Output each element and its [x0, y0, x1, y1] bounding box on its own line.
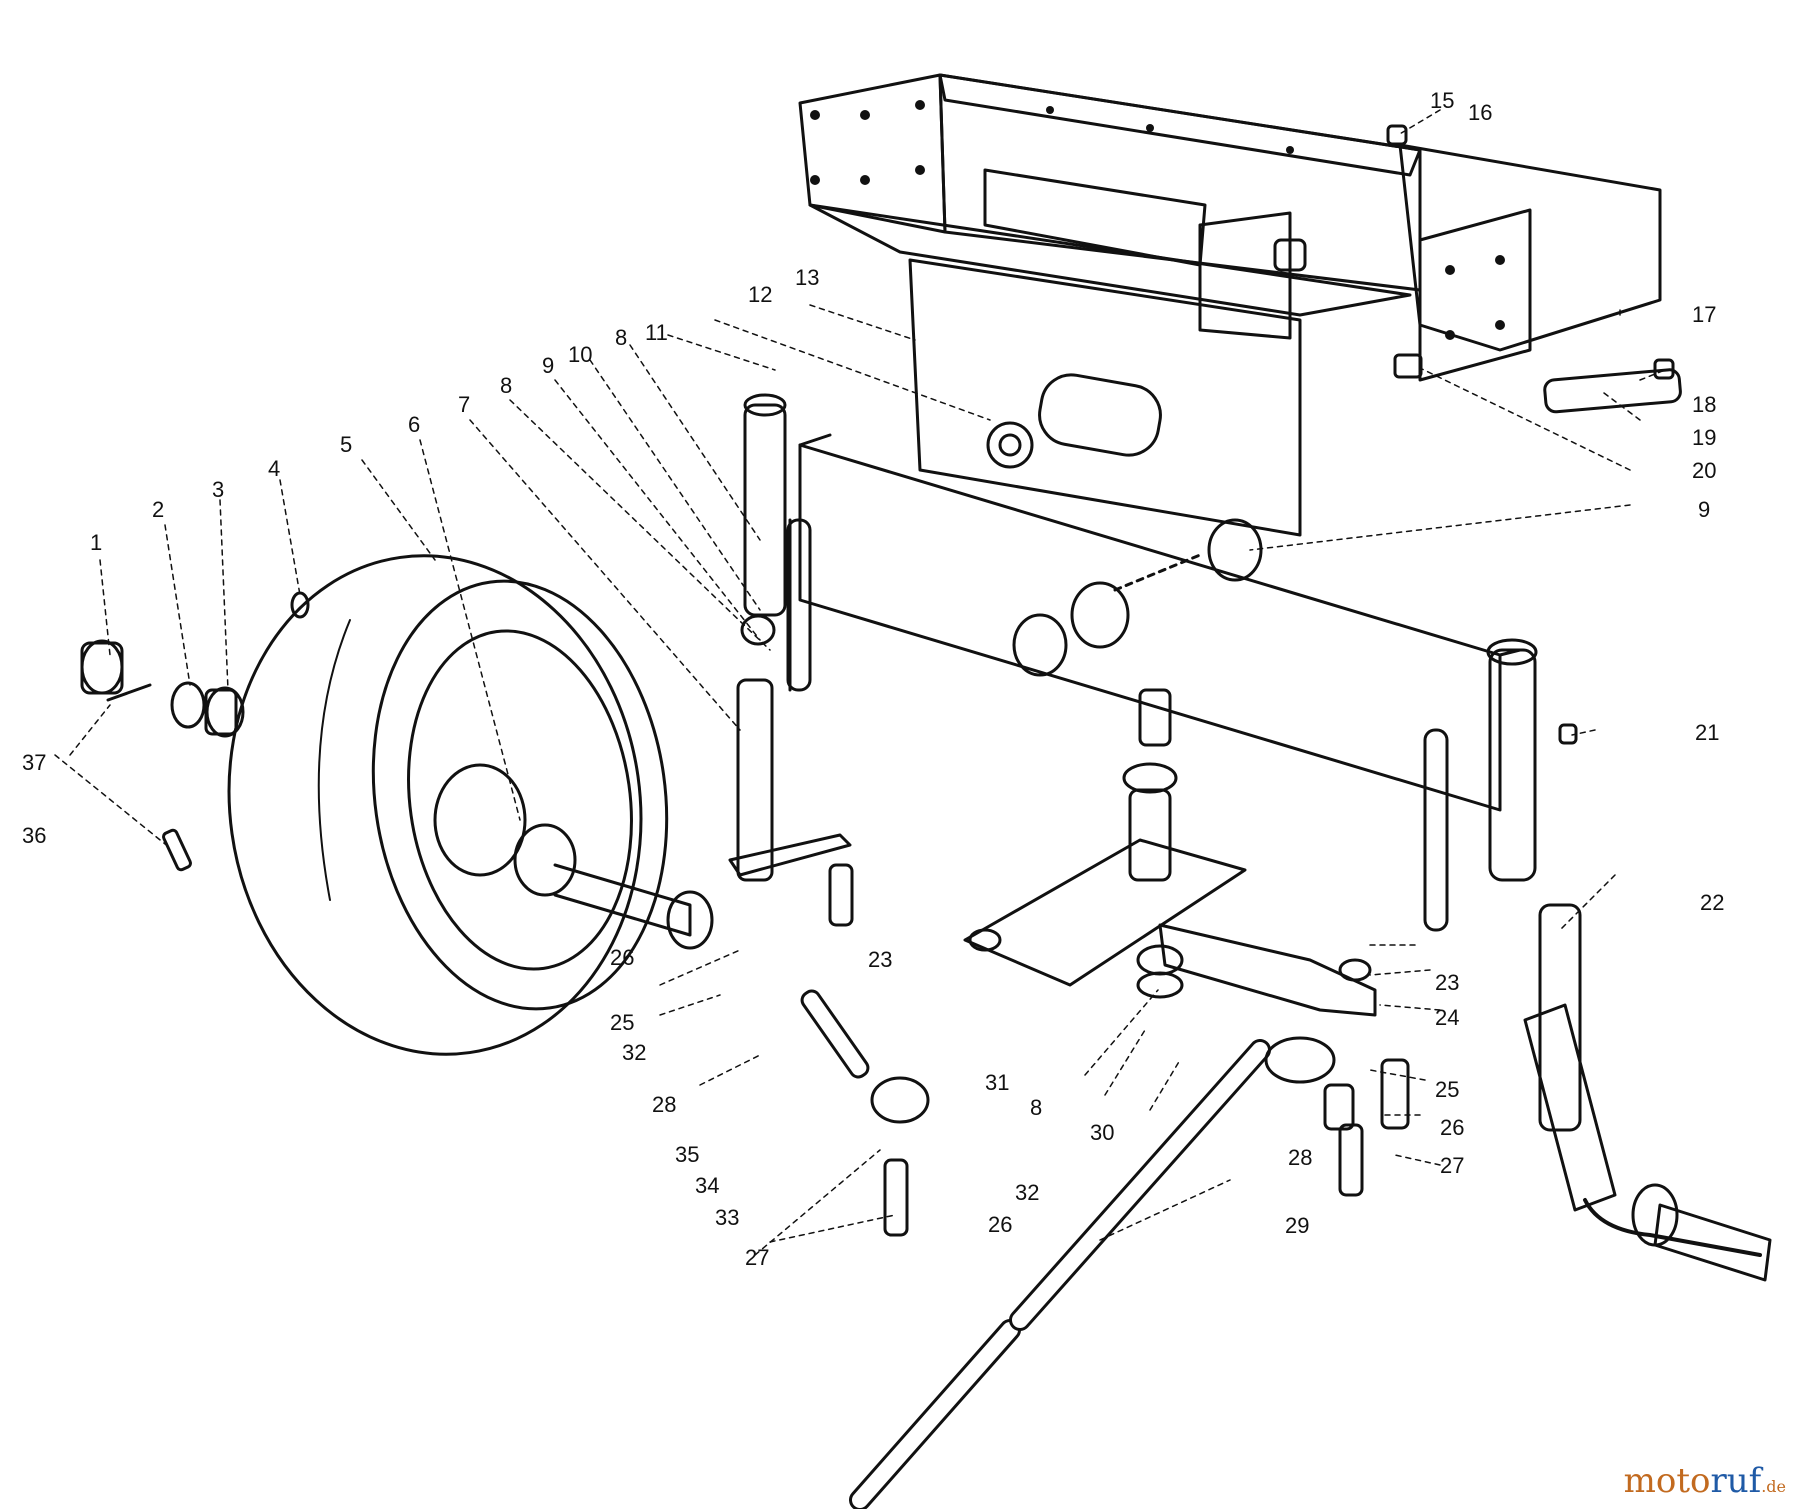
right-steering-post [1423, 728, 1449, 932]
left-spindle [728, 393, 852, 882]
label-8-lower: 8 [1030, 1095, 1042, 1120]
label-23-right: 23 [1435, 970, 1459, 995]
label-17: 17 [1692, 302, 1716, 327]
label-23: 23 [868, 947, 892, 972]
leader-lines [54, 109, 1666, 1256]
label-9-right: 9 [1698, 497, 1710, 522]
frame-bracket [798, 73, 1662, 382]
pivot-housing [908, 258, 1302, 537]
label-27: 27 [745, 1245, 769, 1270]
callout-labels: 1 2 3 4 5 6 7 8 9 10 8 11 12 13 15 16 17… [22, 88, 1724, 1270]
front-axle-beam [798, 443, 1502, 812]
center-pivot [963, 688, 1377, 1017]
label-25-right: 25 [1435, 1077, 1459, 1102]
label-19: 19 [1692, 425, 1716, 450]
label-36: 36 [22, 823, 46, 848]
label-1: 1 [90, 530, 102, 555]
label-21: 21 [1695, 720, 1719, 745]
label-10: 10 [568, 342, 592, 367]
label-37: 37 [22, 750, 46, 775]
right-spindle [1486, 638, 1772, 1282]
label-13: 13 [795, 265, 819, 290]
label-20: 20 [1692, 458, 1716, 483]
label-31: 31 [985, 1070, 1009, 1095]
label-26: 26 [610, 945, 634, 970]
axle-bushings [1012, 518, 1263, 677]
watermark-suffix: .de [1761, 1477, 1786, 1496]
pivot-nut [986, 421, 1034, 469]
label-5: 5 [340, 432, 352, 457]
label-6: 6 [408, 412, 420, 437]
label-16: 16 [1468, 100, 1492, 125]
label-27-right: 27 [1440, 1153, 1464, 1178]
label-26-lower: 26 [988, 1212, 1012, 1237]
label-8: 8 [500, 373, 512, 398]
label-22: 22 [1700, 890, 1724, 915]
label-28-right: 28 [1288, 1145, 1312, 1170]
label-26-right: 26 [1440, 1115, 1464, 1140]
label-3: 3 [212, 477, 224, 502]
label-15: 15 [1430, 88, 1454, 113]
label-11: 11 [645, 320, 668, 345]
left-steering-post [786, 518, 812, 692]
label-34: 34 [695, 1173, 719, 1198]
watermark: motoruf.de [1624, 1461, 1786, 1501]
label-33: 33 [715, 1205, 739, 1230]
watermark-part2: ruf [1710, 1461, 1762, 1501]
tie-rod [800, 989, 1364, 1509]
label-24: 24 [1435, 1005, 1459, 1030]
label-4: 4 [268, 456, 280, 481]
label-35: 35 [675, 1142, 699, 1167]
hardware [828, 124, 1682, 1130]
hub-parts [80, 591, 310, 872]
label-29: 29 [1285, 1213, 1309, 1238]
wheel [227, 554, 714, 1056]
label-30: 30 [1090, 1120, 1114, 1145]
label-32-lower: 32 [1015, 1180, 1039, 1205]
label-25: 25 [610, 1010, 634, 1035]
label-9: 9 [542, 353, 554, 378]
watermark-part1: moto [1623, 1461, 1711, 1501]
bracket-holes [810, 100, 1505, 340]
label-2: 2 [152, 497, 164, 522]
label-28: 28 [652, 1092, 676, 1117]
label-12: 12 [748, 282, 772, 307]
label-8-upper: 8 [615, 325, 627, 350]
pivot-plate [1038, 373, 1162, 457]
label-7: 7 [458, 392, 470, 417]
pivot-nut-hole [998, 433, 1022, 457]
label-18: 18 [1692, 392, 1716, 417]
label-32: 32 [622, 1040, 646, 1065]
